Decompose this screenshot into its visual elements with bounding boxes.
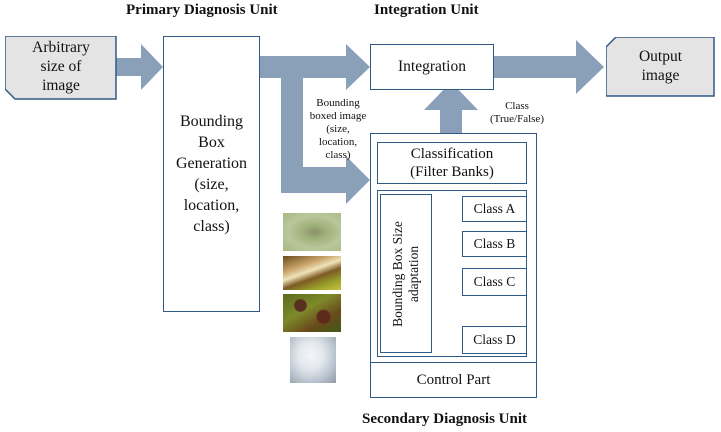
secondary-diagnosis-heading: Secondary Diagnosis Unit <box>362 411 528 427</box>
output-line-1: Output <box>638 48 683 65</box>
arrow-integration-to-output <box>493 40 604 94</box>
control-part-box: Control Part <box>370 362 537 398</box>
class-c-label: Class C <box>473 274 516 289</box>
arrow-input-to-bbox <box>116 44 163 90</box>
class-b-label: Class B <box>473 236 516 251</box>
bbox-note-line-1: Bounding <box>316 97 360 109</box>
leaf-sample-image-3 <box>283 294 341 332</box>
class-note-line-1: Class <box>505 100 529 112</box>
bbox-note-line-2: boxed image <box>309 110 367 122</box>
output-shape <box>606 37 715 97</box>
leaf-sample-image-4 <box>290 337 336 383</box>
bbox-gen-line-4: (size, <box>194 176 229 193</box>
input-shape <box>5 36 117 100</box>
classification-box: Classification (Filter Banks) <box>377 142 527 184</box>
bbox-note-line-3: (size, <box>326 123 350 135</box>
class-b-box: Class B <box>462 231 527 257</box>
arrow-secondary-to-integration <box>424 82 478 133</box>
bbox-note: Bounding boxed image (size, location, cl… <box>305 97 371 162</box>
input-line-3: image <box>42 77 80 94</box>
adaptation-line-1: Bounding Box Size <box>390 220 406 327</box>
bbox-gen-line-1: Bounding <box>179 113 244 130</box>
arrow-bbox-to-integration <box>259 44 370 90</box>
integration-label: Integration <box>397 58 466 75</box>
class-a-label: Class A <box>473 201 516 216</box>
bbox-gen-line-2: Box <box>198 134 225 151</box>
class-d-box: Class D <box>462 326 527 354</box>
classification-line-1: Classification <box>410 146 494 162</box>
bbox-generation-box: Bounding Box Generation (size, location,… <box>163 36 260 312</box>
leaf-sample-image-2 <box>283 256 341 290</box>
input-line-1: Arbitrary <box>32 39 90 56</box>
adaptation-text: Bounding Box Size adaptation <box>390 221 422 327</box>
primary-diagnosis-heading: Primary Diagnosis Unit <box>126 2 278 18</box>
classification-line-2: (Filter Banks) <box>410 164 494 180</box>
class-c-box: Class C <box>462 268 527 296</box>
input-line-2: size of <box>40 58 82 75</box>
integration-box: Integration <box>370 44 494 90</box>
class-a-box: Class A <box>462 196 527 222</box>
control-part-label: Control Part <box>416 371 491 388</box>
integration-unit-heading: Integration Unit <box>374 2 479 18</box>
input-image-label: Arbitrary size of image <box>5 38 117 95</box>
bbox-note-line-5: class) <box>325 149 351 161</box>
bbox-note-line-4: location, <box>318 136 358 148</box>
output-image-label: Output image <box>606 47 715 85</box>
leaf-sample-image-1 <box>283 213 341 251</box>
bbox-gen-line-3: Generation <box>175 155 248 172</box>
class-note: Class (True/False) <box>482 100 552 126</box>
arrow-bbox-to-secondary <box>281 78 370 204</box>
bbox-gen-line-5: location, <box>183 197 240 214</box>
class-note-line-2: (True/False) <box>490 113 544 125</box>
class-d-label: Class D <box>473 332 516 347</box>
adaptation-line-2: adaptation <box>406 245 422 302</box>
bbox-gen-line-6: class) <box>193 218 230 235</box>
output-line-2: image <box>641 67 680 84</box>
adaptation-box: Bounding Box Size adaptation <box>380 194 432 353</box>
